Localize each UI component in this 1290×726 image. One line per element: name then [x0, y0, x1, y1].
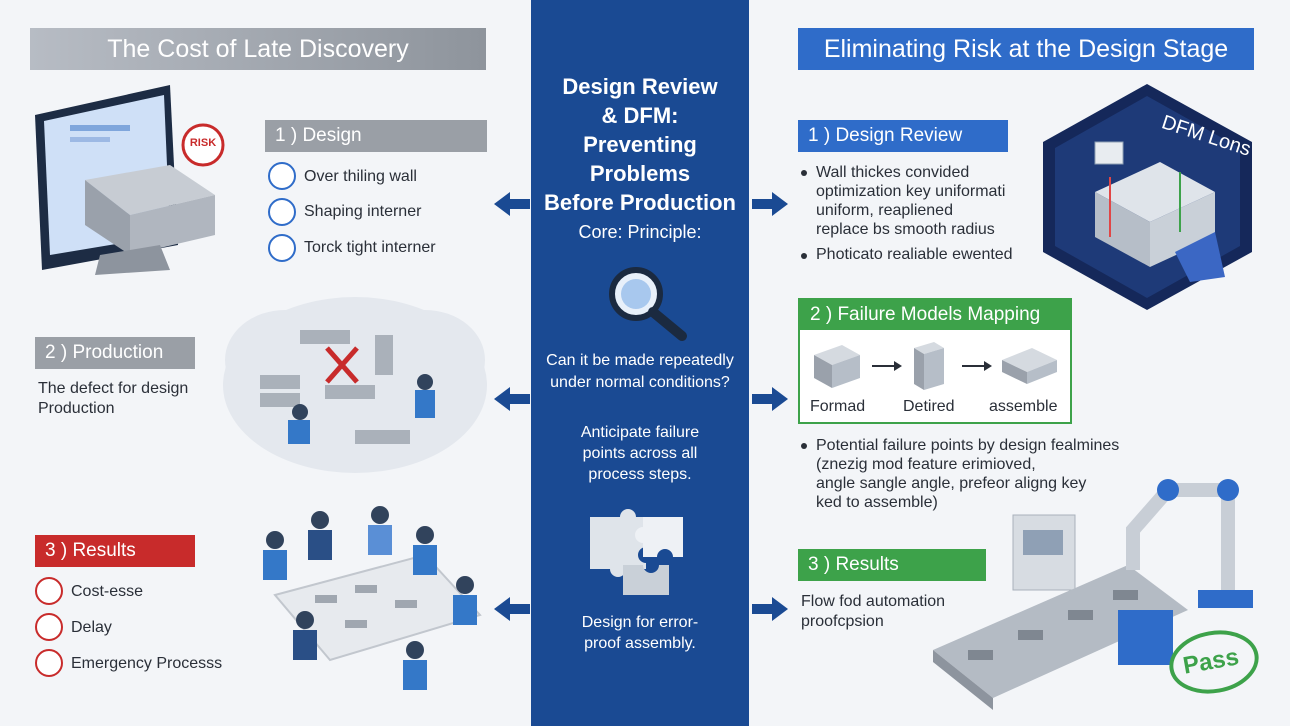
center-title: Design Review & DFM: Preventing Problems…	[531, 72, 749, 217]
puzzle-icon	[590, 509, 683, 595]
failure-line: Potential failure points by design fealm…	[816, 437, 1120, 454]
results-line: Flow fod automation	[801, 593, 946, 610]
review-bullet: Photicato realiable ewented	[816, 246, 1013, 263]
arrow-right-icon	[752, 192, 788, 216]
bullet	[801, 443, 807, 449]
risk-badge-icon	[181, 123, 225, 167]
core-principle: Core: Principle:	[578, 222, 702, 242]
review-bullet: Wall thickes convided optimization key u…	[816, 163, 1005, 239]
bullet	[801, 253, 807, 259]
alarm-icon	[35, 649, 63, 677]
assembly-line: proof assembly.	[584, 635, 696, 652]
results-line: proofcpsion	[801, 613, 884, 630]
failure-line: ked to assemble)	[816, 494, 938, 511]
production-line: The defect for design	[38, 380, 189, 397]
design-item: Torck tight interner	[304, 239, 436, 256]
user-icon	[268, 162, 296, 190]
meeting-illustration	[263, 506, 482, 690]
results-item: Delay	[71, 619, 112, 636]
left-header: The Cost of Late Discovery	[30, 28, 486, 70]
failure-step: Detired	[903, 398, 955, 415]
results-tag: 3 ) Results	[35, 535, 195, 567]
production-line: Production	[38, 400, 115, 417]
center-anticipate: Anticipate failure points across all pro…	[531, 422, 749, 485]
arrow-left-icon	[494, 387, 530, 411]
production-tag: 2 ) Production	[35, 337, 195, 369]
design-item: Shaping interner	[304, 203, 422, 220]
results-item: Emergency Processs	[71, 655, 223, 672]
person-icon	[268, 234, 296, 262]
review-line: uniform, reapliened	[816, 202, 953, 219]
clock-icon	[35, 613, 63, 641]
failure-tag: 2 ) Failure Models Mapping	[800, 300, 1070, 330]
pass-stamp-icon	[1169, 630, 1259, 694]
center-panel	[531, 0, 749, 726]
tool-icon	[268, 198, 296, 226]
assembly-line: Design for error-	[581, 614, 699, 631]
right-results-tag: 3 ) Results	[798, 549, 986, 581]
right-results-text: Flow fod automation proofcpsion	[801, 592, 945, 632]
failure-line: angle sangle angle, prefeor aligng key	[816, 475, 1087, 492]
center-title-line: Before Production	[544, 190, 736, 215]
automation-line-illustration	[933, 479, 1253, 710]
arrow-left-icon	[494, 192, 530, 216]
review-line: optimization key uniformati	[816, 183, 1006, 200]
anticipate-line: Anticipate failure	[580, 424, 700, 441]
question-line: under normal conditions?	[550, 374, 730, 391]
monitor-illustration	[35, 85, 215, 275]
dfm-hex-illustration	[1043, 84, 1252, 310]
arrow-right-icon	[752, 387, 788, 411]
arrow-right-icon	[752, 597, 788, 621]
design-tag: 1 ) Design	[265, 120, 487, 152]
failure-bullet: Potential failure points by design fealm…	[816, 436, 1119, 512]
production-text: The defect for design Production	[38, 379, 188, 419]
question-line: Can it be made repeatedly	[546, 352, 734, 369]
failure-step: Formad	[810, 398, 866, 415]
center-title-line: Design Review	[562, 74, 718, 99]
anticipate-line: process steps.	[588, 466, 692, 483]
anticipate-line: points across all	[582, 445, 698, 462]
failure-step: assemble	[989, 398, 1058, 415]
design-item: Over thiling wall	[304, 168, 417, 185]
review-line: Wall thickes convided	[816, 164, 970, 181]
design-review-tag: 1 ) Design Review	[798, 120, 1008, 152]
risk-label: RISK	[189, 137, 217, 149]
right-header: Eliminating Risk at the Design Stage	[798, 28, 1254, 70]
review-line: replace bs smooth radius	[816, 221, 995, 238]
arrow-left-icon	[494, 597, 530, 621]
results-item: Cost-esse	[71, 583, 144, 600]
failure-line: (znezig mod feature erimioved,	[816, 456, 1036, 473]
bullet	[801, 170, 807, 176]
magnifier-icon	[609, 267, 687, 341]
failure-steps-illustration	[814, 342, 1057, 390]
center-assembly: Design for error- proof assembly.	[531, 612, 749, 654]
cost-icon	[35, 577, 63, 605]
center-title-line: Preventing Problems	[583, 132, 697, 186]
center-title-line: & DFM:	[601, 103, 679, 128]
production-cloud-illustration	[223, 297, 487, 473]
center-question: Can it be made repeatedly under normal c…	[531, 350, 749, 394]
